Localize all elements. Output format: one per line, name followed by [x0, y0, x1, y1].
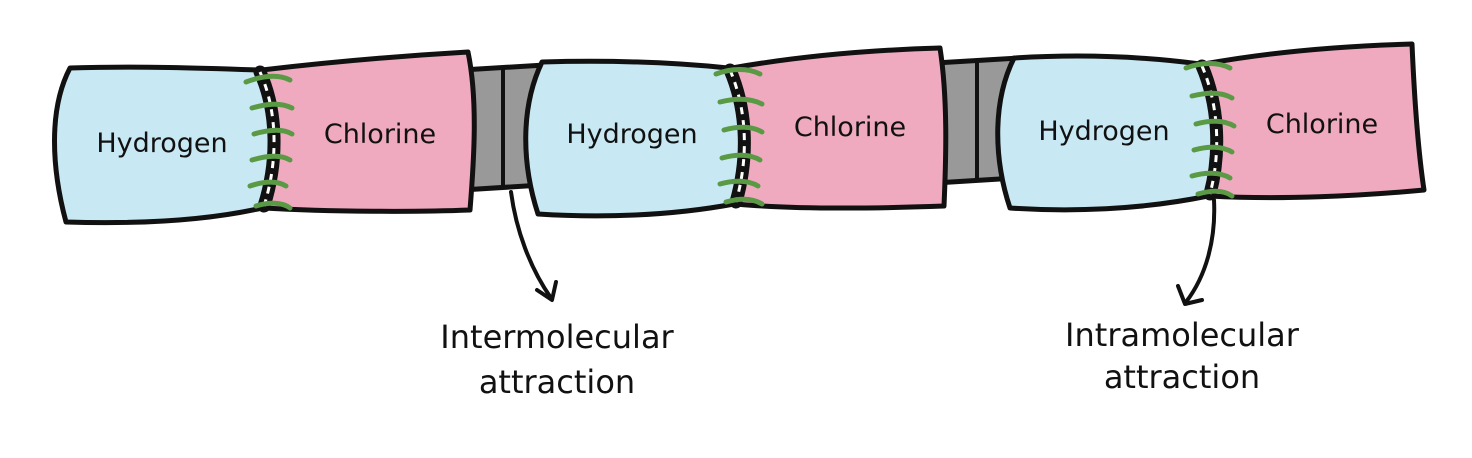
molecule-2: Hydrogen Chlorine — [523, 45, 949, 219]
intramolecular-caption-line2: attraction — [1104, 358, 1260, 396]
intramolecular-caption-line1: Intramolecular — [1065, 316, 1300, 354]
hydrogen-label: Hydrogen — [96, 128, 227, 159]
intramolecular-arrow — [1176, 198, 1217, 306]
intramolecular-stitches — [1183, 61, 1237, 199]
intermolecular-caption-line1: Intermolecular — [440, 318, 674, 356]
bond-stripe-dashes — [1200, 65, 1219, 195]
hydrogen-label: Hydrogen — [1038, 116, 1169, 147]
bond-stripe-dashes — [728, 69, 746, 203]
intramolecular-stitches — [713, 67, 765, 207]
intramolecular-stitches — [243, 73, 295, 211]
bond-stripe-dashes — [258, 71, 276, 207]
molecule-1: Hydrogen Chlorine — [52, 49, 477, 226]
hydrogen-label: Hydrogen — [566, 119, 697, 150]
chlorine-label: Chlorine — [794, 112, 906, 143]
intermolecular-arrow — [509, 190, 558, 302]
molecule-3: Hydrogen Chlorine — [995, 41, 1427, 213]
chlorine-label: Chlorine — [324, 119, 436, 150]
intermolecular-caption-line2: attraction — [479, 363, 635, 401]
chlorine-label: Chlorine — [1266, 109, 1378, 140]
